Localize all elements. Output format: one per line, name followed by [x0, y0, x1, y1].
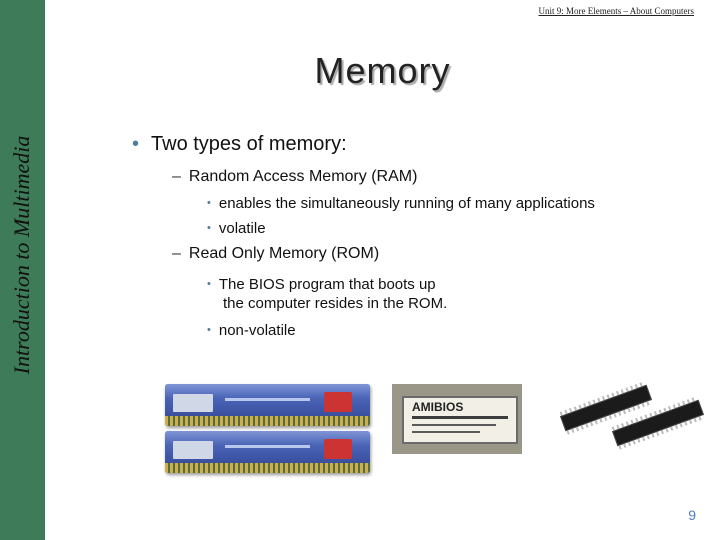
bullet-rom: –Read Only Memory (ROM) — [172, 245, 379, 263]
page-number: 9 — [688, 507, 696, 523]
dash-bullet: – — [172, 245, 181, 262]
bullet-text: Two types of memory: — [151, 133, 347, 155]
bullet-dot: • — [207, 324, 211, 336]
bios-chip-image: AMIBIOS — [392, 384, 522, 454]
bullet-dot: • — [207, 222, 211, 234]
bullet-dot: • — [132, 133, 140, 155]
rom-label: Read Only Memory (ROM) — [188, 245, 380, 262]
ram-stick-image — [165, 431, 370, 473]
kingston-logo — [173, 394, 213, 412]
dash-bullet: – — [172, 168, 181, 185]
kingston-logo — [173, 441, 213, 459]
bios-chip-label: AMIBIOS — [412, 400, 464, 414]
ram-label: Random Access Memory (RAM) — [188, 168, 418, 185]
bullet-dot: • — [207, 197, 211, 209]
ddr-label — [324, 439, 352, 459]
rom-point-1-cont: the computer resides in the ROM. — [223, 295, 448, 312]
unit-header: Unit 9: More Elements – About Computers — [538, 6, 695, 16]
bullet-dot: • — [207, 278, 211, 290]
ram-point-2: •volatile — [207, 220, 266, 237]
bullet-ram: –Random Access Memory (RAM) — [172, 168, 417, 186]
bullet-two-types: • Two types of memory: — [132, 133, 347, 156]
ram-point-1: •enables the simultaneously running of m… — [207, 195, 595, 212]
ram-stick-image — [165, 384, 370, 426]
slide-title: Memory — [314, 50, 451, 91]
rom-point-1: •The BIOS program that boots up — [207, 276, 436, 293]
ddr-label — [324, 392, 352, 412]
rom-point-2: •non-volatile — [207, 322, 296, 339]
sidebar-band: Introduction to Multimedia — [0, 0, 45, 540]
